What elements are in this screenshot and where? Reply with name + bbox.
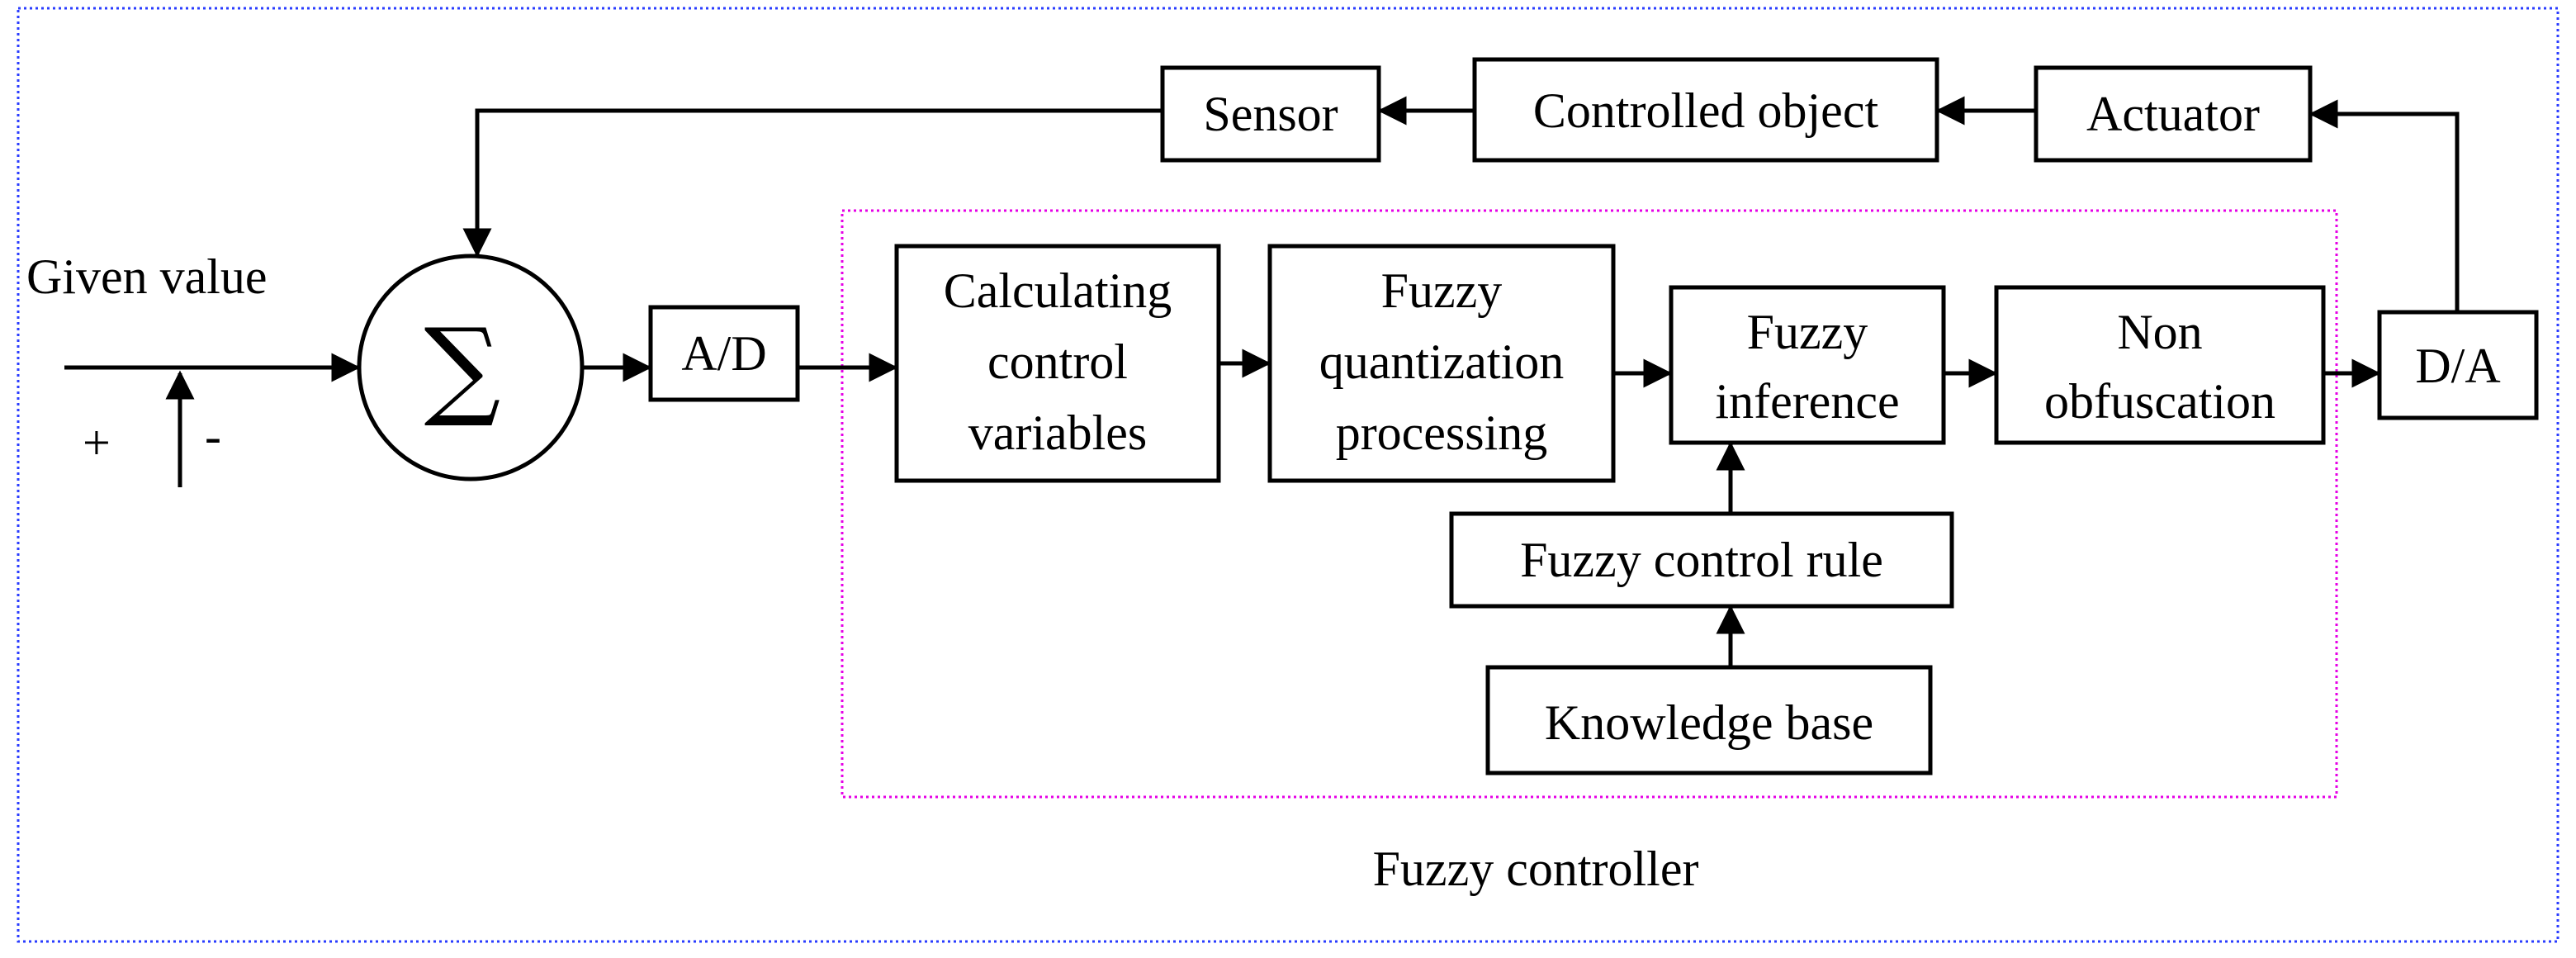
fq-line-2: quantization: [1319, 334, 1565, 389]
fuzzy-inference-block: [1669, 285, 1946, 445]
ad-block: [648, 305, 800, 402]
wire-sensor-feedback: [462, 108, 1163, 258]
nonobf-line-2: obfuscation: [2044, 374, 2275, 429]
non-obfuscation-block: [1994, 285, 2326, 445]
controlled-object-label: Controlled object: [1533, 83, 1879, 138]
fi-line-2: inference: [1715, 374, 1899, 429]
da-label: D/A: [2415, 339, 2500, 393]
plus-sign: +: [83, 415, 111, 470]
calculating-control-variables-block: [894, 244, 1221, 483]
fuzzy-controller-group: [841, 209, 2338, 799]
given-value-label: Given value: [26, 249, 268, 304]
minus-sign: -: [205, 409, 221, 463]
rule-label: Fuzzy control rule: [1520, 533, 1883, 587]
kb-label: Knowledge base: [1545, 695, 1873, 750]
fq-line-3: processing: [1336, 405, 1548, 460]
actuator-label: Actuator: [2086, 87, 2260, 141]
sensor-label: Sensor: [1203, 87, 1338, 141]
ad-label: A/D: [681, 326, 766, 381]
calc-line-3: variables: [968, 405, 1148, 460]
calc-line-1: Calculating: [944, 263, 1172, 318]
controlled-object-block: [1472, 57, 1939, 163]
sigma-symbol: ∑: [424, 305, 501, 430]
fuzzy-quantization-block: [1267, 244, 1616, 483]
fuzzy-control-rule-block: [1449, 511, 1954, 609]
actuator-block: [2034, 65, 2313, 163]
calc-line-2: control: [987, 334, 1128, 389]
outer-frame: [17, 7, 2559, 943]
fq-line-1: Fuzzy: [1381, 263, 1503, 318]
fuzzy-controller-label: Fuzzy controller: [1373, 842, 1699, 896]
knowledge-base-block: [1485, 665, 1933, 775]
wire-da-to-actuator: [2308, 99, 2460, 312]
fi-line-1: Fuzzy: [1747, 305, 1868, 359]
nonobf-line-1: Non: [2117, 305, 2202, 359]
